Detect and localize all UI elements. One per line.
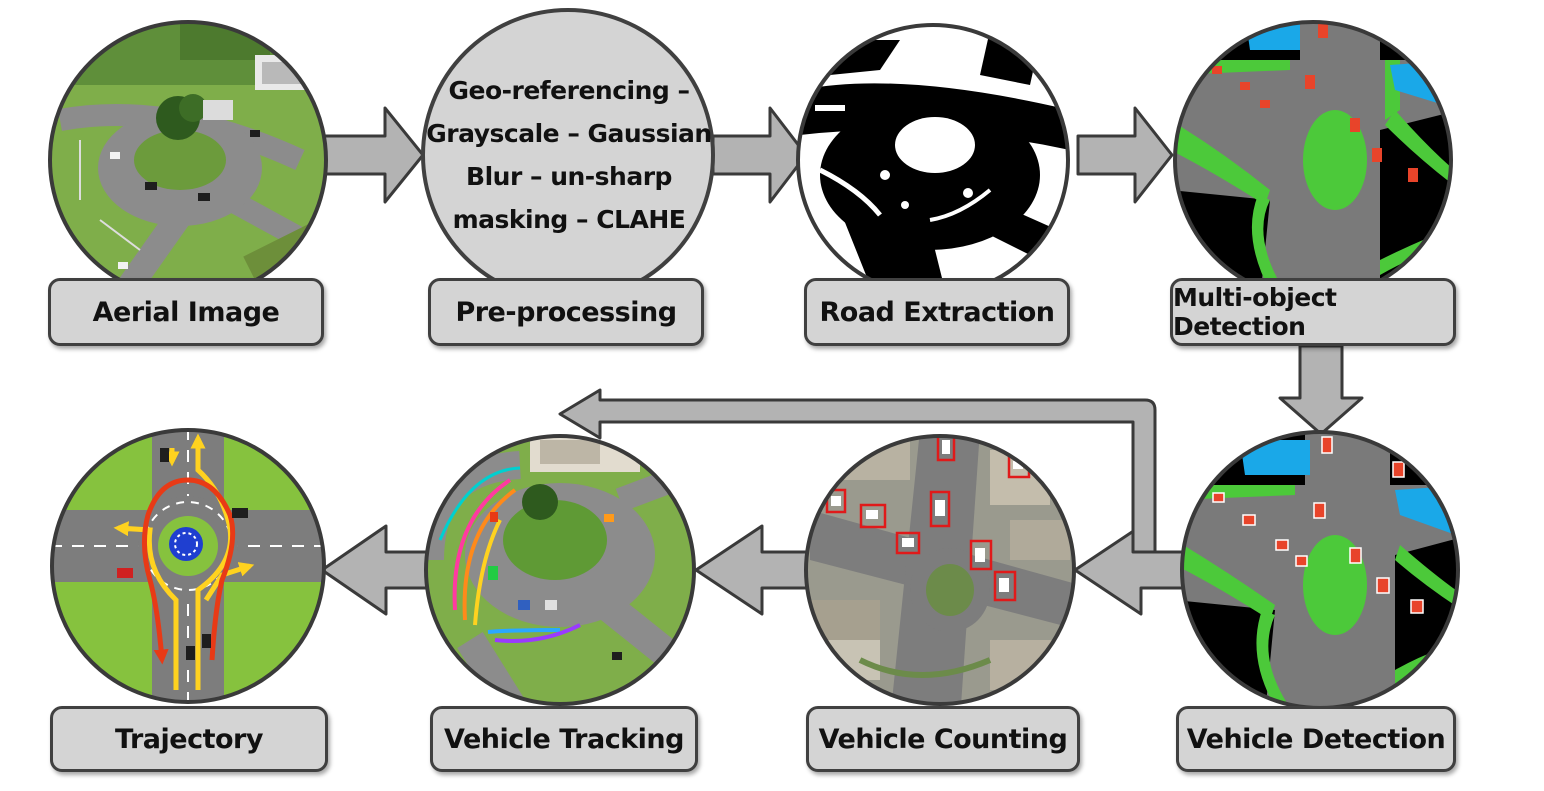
label-road-extraction: Road Extraction (804, 278, 1070, 346)
preprocessing-description: Geo-referencing – Grayscale – Gaussian B… (420, 60, 718, 250)
arrow-tracking-to-trajectory (320, 524, 430, 616)
label-aerial-image: Aerial Image (48, 278, 324, 346)
preprocessing-line-2: Grayscale – Gaussian (426, 119, 712, 148)
label-vehicle-tracking: Vehicle Tracking (430, 706, 698, 772)
vehicle-detection-map (1180, 430, 1460, 710)
road-extraction-mask (796, 23, 1070, 297)
arrow-road-to-multiobject (1076, 106, 1174, 204)
label-vehicle-detection: Vehicle Detection (1176, 706, 1456, 772)
vehicle-counting-photo (804, 434, 1076, 706)
arrow-preprocessing-to-road (711, 106, 808, 204)
preprocessing-line-3: Blur – un-sharp (466, 162, 672, 191)
label-vehicle-counting: Vehicle Counting (806, 706, 1080, 772)
vehicle-tracking-photo (424, 434, 696, 706)
arrow-multiobject-to-vehicle-detection (1278, 344, 1364, 436)
label-multi-object-detection: Multi-object Detection (1170, 278, 1456, 346)
arrow-aerial-to-preprocessing (320, 106, 425, 204)
arrow-counting-to-tracking (694, 524, 810, 616)
preprocessing-line-4: masking – CLAHE (452, 205, 686, 234)
multi-object-detection-map (1173, 20, 1453, 300)
preprocessing-line-1: Geo-referencing – (448, 76, 690, 105)
aerial-image-photo (48, 20, 328, 300)
trajectory-illustration (50, 428, 326, 704)
label-pre-processing: Pre-processing (428, 278, 704, 346)
label-trajectory: Trajectory (50, 706, 328, 772)
arrow-detection-to-counting (1073, 524, 1186, 616)
arrow-detection-feedback-to-tracking (558, 388, 1177, 554)
